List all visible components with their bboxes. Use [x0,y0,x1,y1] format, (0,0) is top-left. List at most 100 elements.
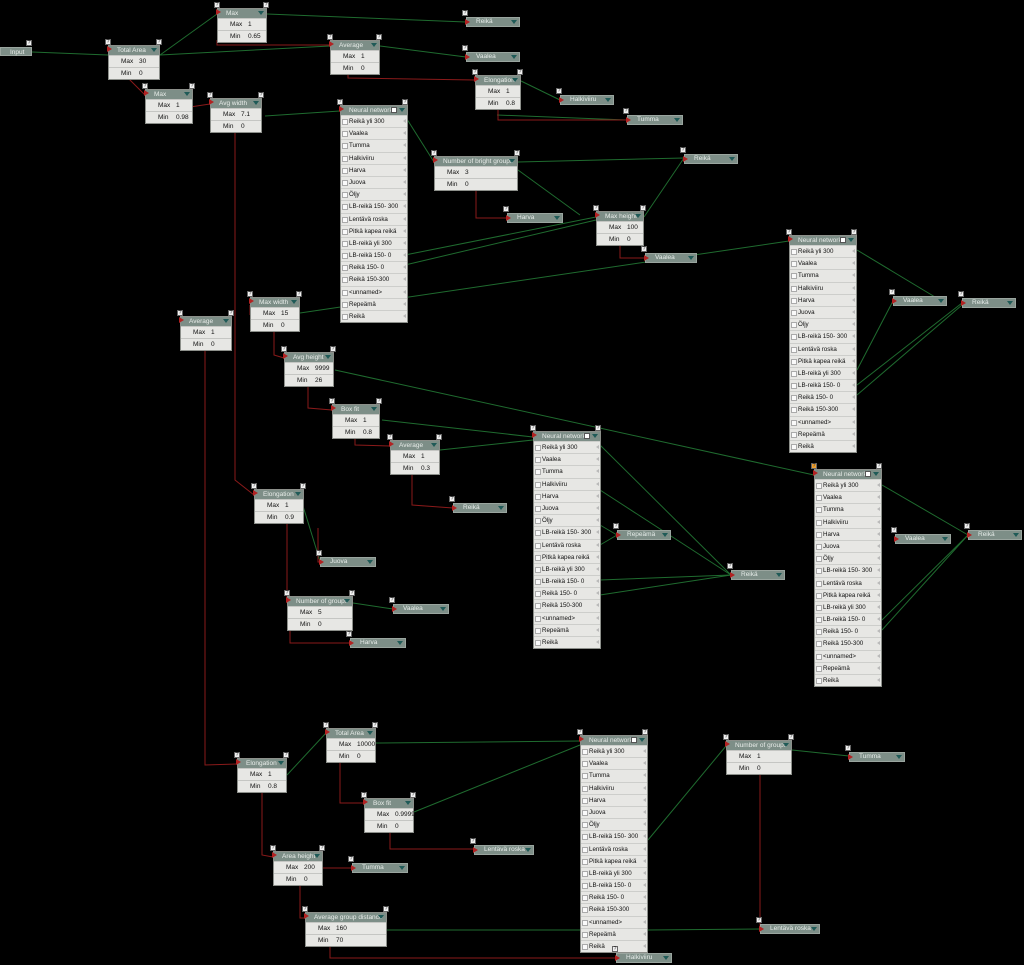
help-icon[interactable]: ? [329,398,335,404]
nn-output-item[interactable]: LB-reikä 150- 0 [815,613,881,625]
max-value[interactable]: 9999 [315,365,330,372]
chevron-down-icon[interactable] [399,108,405,112]
chevron-down-icon[interactable] [896,755,902,759]
help-icon[interactable]: ? [330,346,336,352]
nn-output-item[interactable]: Öljy [534,514,600,526]
chevron-down-icon[interactable] [498,506,504,510]
nn-output-item[interactable]: LB-reikä yli 300 [534,562,600,575]
help-icon[interactable]: ? [300,483,306,489]
node-title[interactable]: Number of groups [288,597,352,606]
nn-output-item[interactable]: Reikä yli 300 [815,479,881,491]
output-node-o9[interactable]: Reikä [962,298,1016,308]
output-node-o6[interactable]: Harva [507,213,563,223]
help-icon[interactable]: ? [337,99,343,105]
nn-output-item[interactable]: Pitkä kapea reikä [581,854,647,867]
help-icon[interactable]: ? [593,205,599,211]
nn-output-item[interactable]: Halkiviiru [790,281,856,294]
chevron-down-icon[interactable] [512,78,518,82]
output-node-o17[interactable]: Harva [350,638,406,648]
chevron-down-icon[interactable] [291,300,297,304]
nn-output-item[interactable]: Reikä [815,674,881,686]
max-value[interactable]: 1 [506,88,510,95]
nn-output-item[interactable]: Vaalea [534,453,600,465]
max-value[interactable]: 1 [757,753,761,760]
max-value[interactable]: 10000 [357,741,376,748]
help-icon[interactable]: ? [530,425,536,431]
help-icon[interactable]: ? [889,289,895,295]
nn-output-item[interactable]: Pitkä kapea reikä [341,224,407,237]
nn-output-item[interactable]: Halkiviiru [534,477,600,490]
help-icon[interactable]: ? [449,496,455,502]
help-icon[interactable]: ? [207,92,213,98]
nn-output-item[interactable]: Öljy [815,552,881,564]
min-value[interactable]: 0 [357,753,361,760]
nn-output-item[interactable]: Lentävä roska [581,842,647,855]
help-icon[interactable]: ? [247,291,253,297]
nn-output-item[interactable]: Juova [341,175,407,188]
help-icon[interactable]: ? [811,463,817,469]
node-title[interactable]: Neural network [341,106,407,115]
input-port-icon[interactable] [329,41,334,47]
checkbox[interactable] [865,471,871,477]
max-value[interactable]: 3 [465,169,469,176]
help-icon[interactable]: ? [410,792,416,798]
input-port-icon[interactable] [473,847,478,853]
output-node-o20[interactable]: Tumma [352,863,408,873]
nn-output-item[interactable]: Reikä 150- 0 [790,391,856,403]
help-icon[interactable]: ? [214,2,220,8]
help-icon[interactable]: ? [462,45,468,51]
chevron-down-icon[interactable] [325,355,331,359]
help-icon[interactable]: ? [514,150,520,156]
help-icon[interactable]: ? [372,722,378,728]
node-title[interactable]: Max [146,90,192,99]
help-icon[interactable]: ? [845,745,851,751]
nn-output-item[interactable]: Reikä 150-300 [581,903,647,915]
input-port-icon[interactable] [559,97,564,103]
input-port-icon[interactable] [683,156,688,162]
nn-output-item[interactable]: Vaalea [815,491,881,503]
help-icon[interactable]: ? [189,83,195,89]
output-node-o8[interactable]: Vaalea [893,296,947,306]
nn-output-item[interactable]: Halkiviiru [581,781,647,794]
input-port-icon[interactable] [892,298,897,304]
node-title[interactable]: Average [391,441,439,450]
output-node-o5[interactable]: Reikä [684,154,738,164]
input-port-icon[interactable] [319,559,324,565]
node-title[interactable]: Neural network [534,432,600,441]
help-icon[interactable]: ? [595,425,601,431]
input-port-icon[interactable] [304,913,309,919]
chevron-down-icon[interactable] [440,607,446,611]
min-value[interactable]: 70 [336,937,344,944]
min-value[interactable]: 0 [465,181,469,188]
output-node-o19[interactable]: Lentävä roska [474,845,534,855]
nn-output-item[interactable]: Reikä 150-300 [341,273,407,285]
chevron-down-icon[interactable] [1007,301,1013,305]
help-icon[interactable]: ? [327,34,333,40]
nn-output-item[interactable]: <unnamed> [581,915,647,928]
chevron-down-icon[interactable] [525,848,531,852]
max-value[interactable]: 1 [363,417,367,424]
input-port-icon[interactable] [331,405,336,411]
max-value[interactable]: 1 [361,53,365,60]
nn-output-item[interactable]: LB-reikä 150- 300 [534,526,600,538]
help-icon[interactable]: ? [361,792,367,798]
chevron-down-icon[interactable] [942,537,948,541]
nn-output-item[interactable]: Reikä 150- 0 [581,891,647,903]
output-node-o10[interactable]: Reikä [453,503,507,513]
nn-output-item[interactable]: <unnamed> [534,611,600,624]
node-title[interactable]: Number of bright groups [435,157,517,166]
